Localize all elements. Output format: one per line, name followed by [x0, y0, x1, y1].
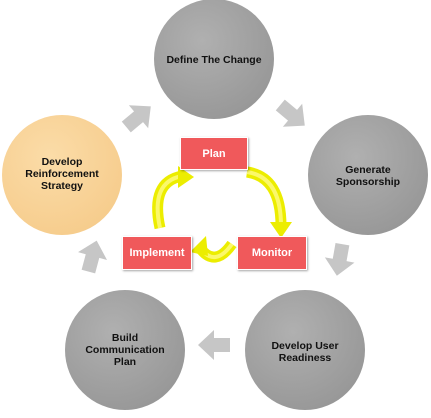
cycle-arrow-plan-to-monitor — [245, 166, 292, 238]
step-circle-develop-user-readiness — [245, 290, 365, 410]
step-circle-generate-sponsorship — [308, 115, 428, 235]
monitor-box: Monitor — [237, 236, 307, 270]
step-circle-build-communication-plan — [65, 290, 185, 410]
arrow-readiness-to-communication — [198, 330, 230, 360]
cycle-arrow-monitor-to-implement — [190, 236, 237, 263]
step-label-develop-user-readiness: Develop User Readiness — [271, 340, 339, 364]
cycle-arrow-implement-to-plan — [152, 166, 194, 230]
step-label-build-communication-plan: Build Communication Plan — [85, 332, 165, 368]
plan-box: Plan — [180, 137, 248, 170]
step-circle-develop-reinforcement-strategy — [2, 115, 122, 235]
step-label-define-change: Define The Change — [166, 54, 262, 66]
step-circle-define-change — [154, 0, 274, 119]
arrow-reinforcement-to-define — [121, 105, 151, 133]
step-label-develop-reinforcement-strategy: Develop Reinforcement Strategy — [25, 156, 99, 192]
implement-box: Implement — [122, 236, 192, 270]
arrow-communication-to-reinforcement — [78, 240, 108, 274]
arrow-define-to-sponsorship — [275, 99, 305, 127]
step-label-generate-sponsorship: Generate Sponsorship — [335, 164, 401, 188]
arrow-sponsorship-to-readiness — [324, 242, 355, 276]
